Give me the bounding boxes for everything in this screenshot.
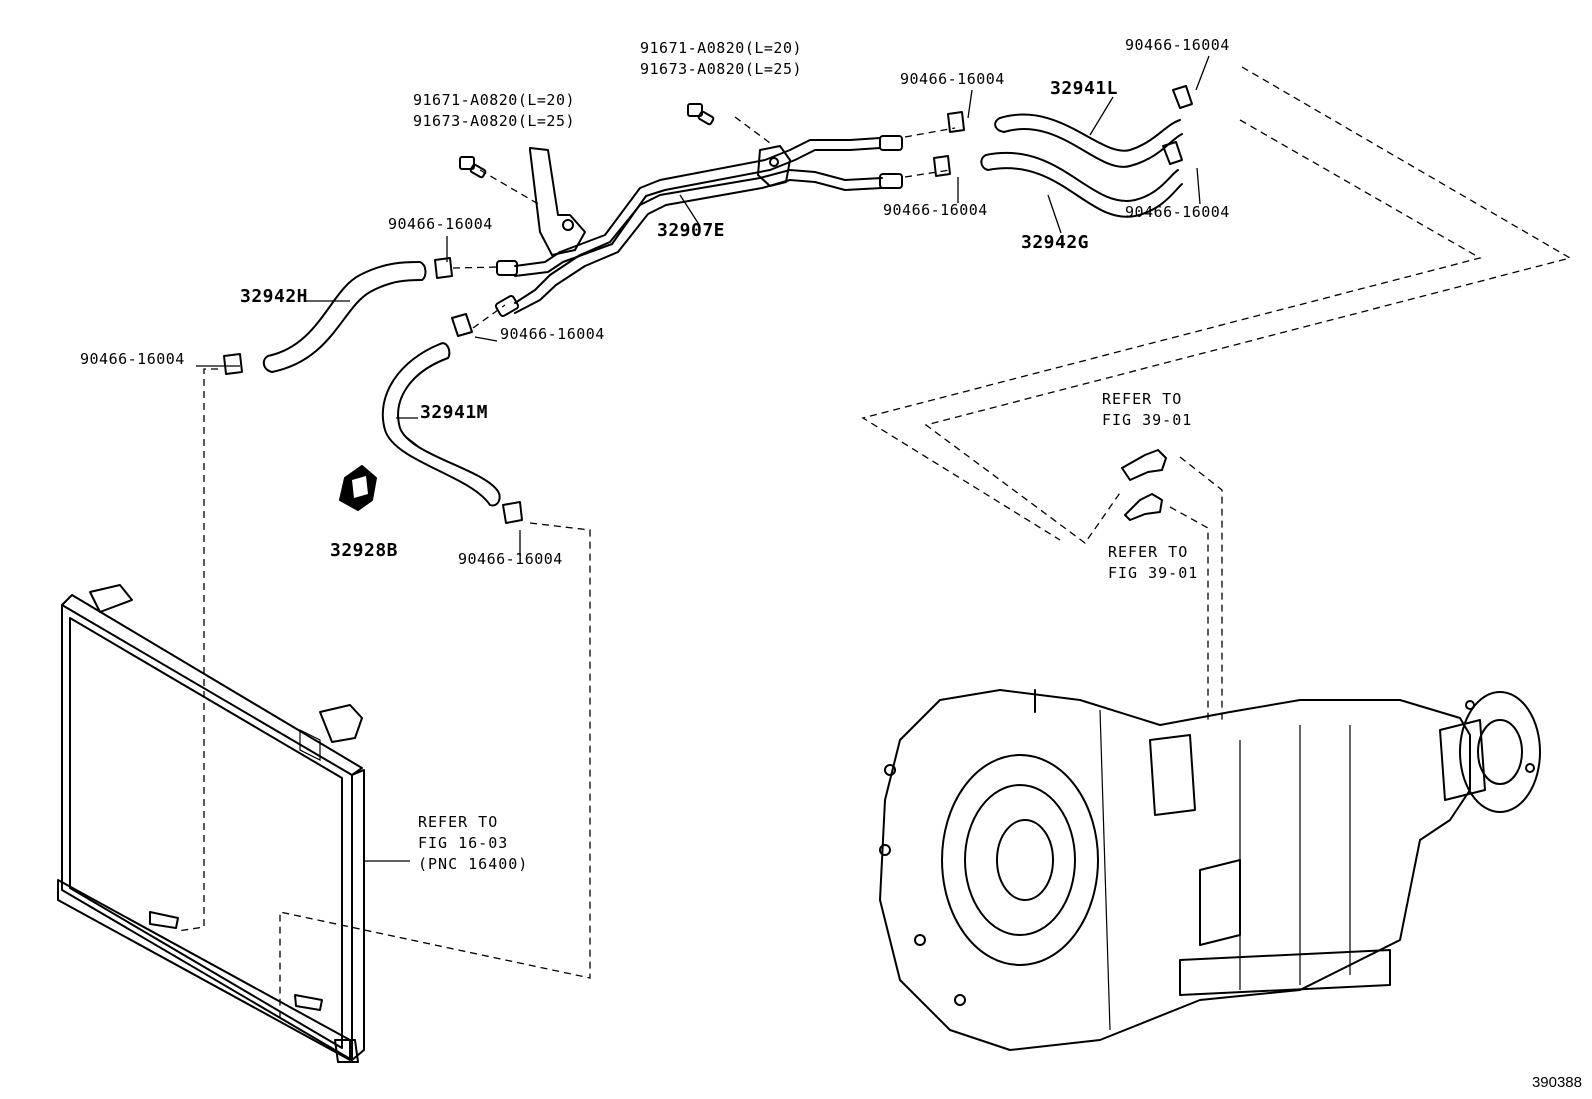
leader-lines xyxy=(196,55,1210,862)
figure-number: 390388 xyxy=(1531,1074,1582,1091)
routing-dashed-lines xyxy=(177,66,1572,1018)
label-clamp-lower: 90466-16004 xyxy=(458,550,563,568)
label-hose-32942H: 32942H xyxy=(240,286,309,307)
bolt-center xyxy=(687,103,715,126)
label-bolt-left: 91671-A0820(L=20) 91673-A0820(L=25) xyxy=(413,91,576,130)
hose-32942H xyxy=(262,261,427,373)
transmission-fittings xyxy=(1121,449,1167,521)
label-refer-trans-upper: REFER TO FIG 39-01 xyxy=(1102,390,1193,429)
bolt-left xyxy=(459,156,487,179)
label-clamp-mid-upper: 90466-16004 xyxy=(900,70,1005,88)
hose-32941M xyxy=(381,342,501,507)
hose-32942G xyxy=(980,152,1183,218)
label-refer-trans-lower: REFER TO FIG 39-01 xyxy=(1108,543,1199,582)
clamp-32928B xyxy=(339,465,377,511)
label-clamp-left-mid: 90466-16004 xyxy=(500,325,605,343)
label-bolt-center: 91671-A0820(L=20) 91673-A0820(L=25) xyxy=(640,39,803,78)
label-hose-32942G: 32942G xyxy=(1021,232,1090,253)
tube-32907E xyxy=(494,135,903,317)
label-clamp-mid-lower: 90466-16004 xyxy=(883,201,988,219)
label-clamp-32928B: 32928B xyxy=(330,540,399,561)
label-hose-32941L: 32941L xyxy=(1050,78,1119,99)
label-clamp-left-upper: 90466-16004 xyxy=(388,215,493,233)
label-hose-32941M: 32941M xyxy=(420,402,489,423)
label-clamp-left-far: 90466-16004 xyxy=(80,350,185,368)
transmission xyxy=(879,689,1541,1051)
hose-32941L xyxy=(994,113,1183,168)
label-refer-radiator: REFER TO FIG 16-03 (PNC 16400) xyxy=(418,813,529,873)
label-tube-32907E: 32907E xyxy=(657,220,726,241)
radiator xyxy=(57,584,365,1063)
label-clamp-top-right-upper: 90466-16004 xyxy=(1125,36,1230,54)
label-clamp-top-right-lower: 90466-16004 xyxy=(1125,203,1230,221)
clamps xyxy=(223,85,1193,524)
